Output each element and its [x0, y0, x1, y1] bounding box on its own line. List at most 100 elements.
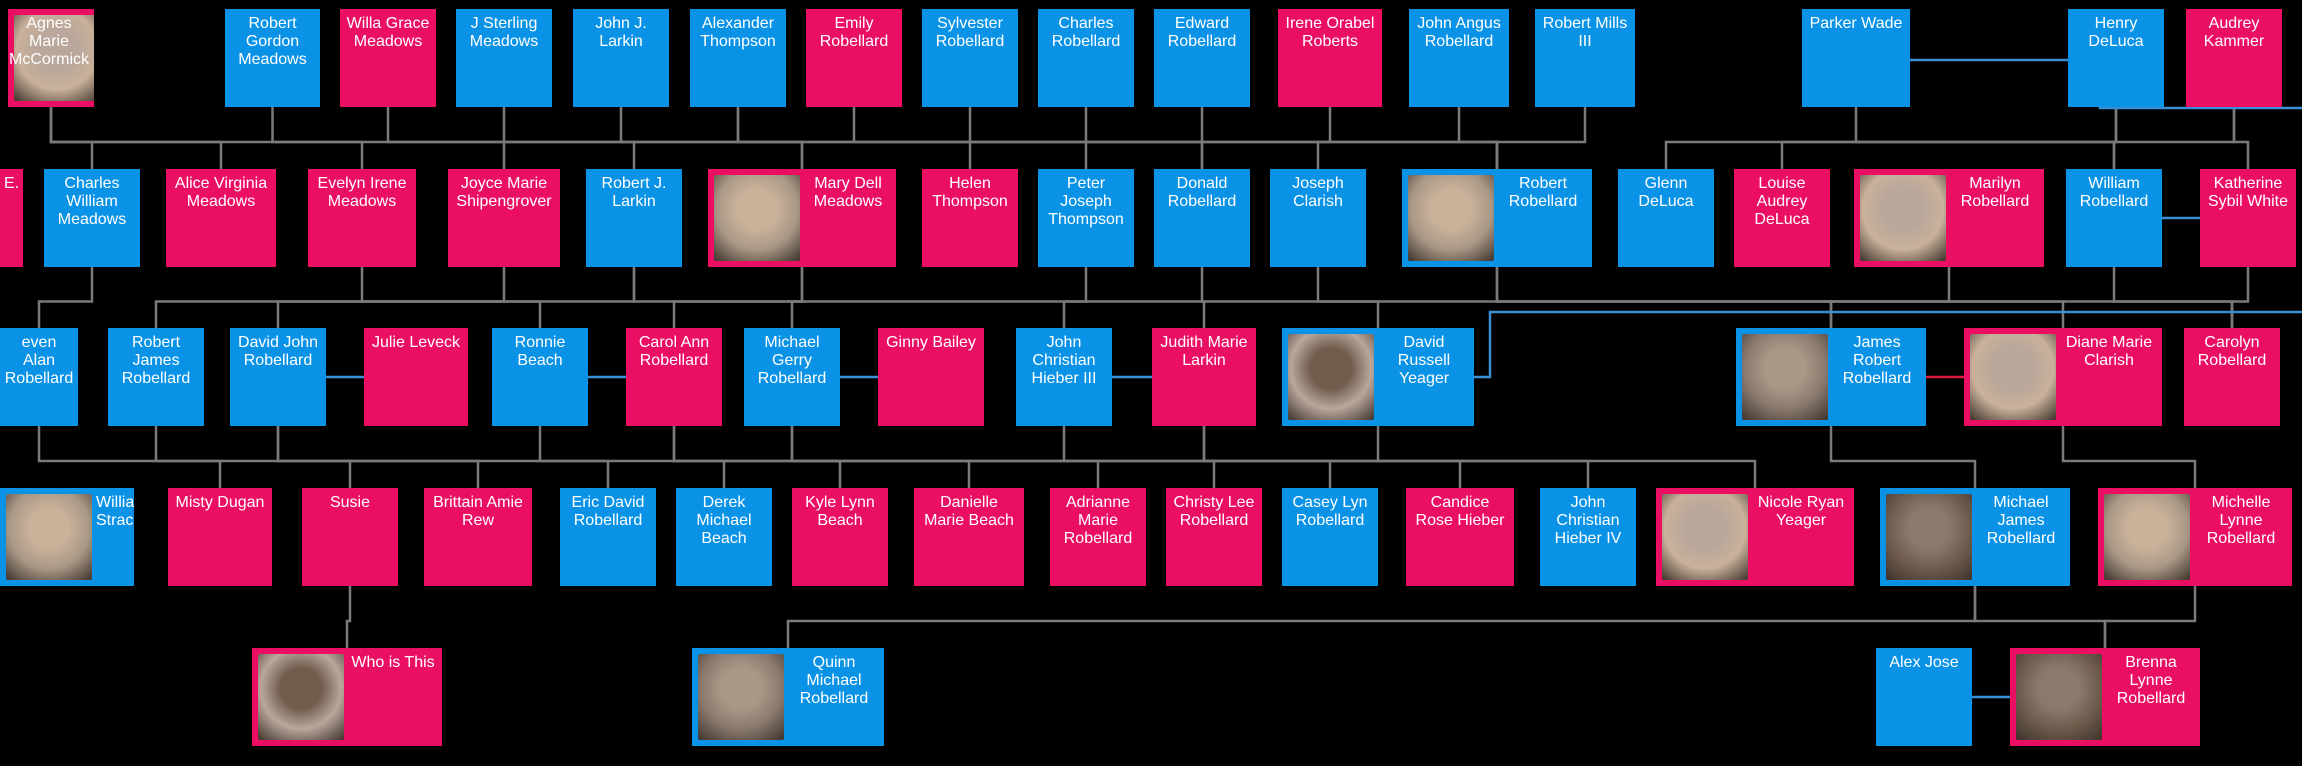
person-card-q8[interactable]: Helen Thompson	[922, 169, 1018, 267]
parent-child-line	[276, 267, 636, 328]
parent-child-line	[1780, 107, 2118, 169]
person-name: Ronnie Beach	[514, 334, 566, 369]
person-card-s7[interactable]: Kyle Lynn Beach	[792, 488, 888, 586]
person-card-s2[interactable]: Misty Dugan	[168, 488, 272, 586]
parent-child-line	[1316, 267, 2065, 328]
parent-child-line	[672, 267, 804, 328]
person-card-r8[interactable]: Ginny Bailey	[878, 328, 984, 426]
person-card-r7[interactable]: Michael Gerry Robellard	[744, 328, 840, 426]
person-card-r3[interactable]: David John Robellard	[230, 328, 326, 426]
parent-child-line	[2112, 107, 2236, 169]
person-card-p2[interactable]: Robert Gordon Meadows	[225, 9, 320, 107]
parent-child-line	[49, 107, 94, 169]
person-card-q2[interactable]: Charles William Meadows	[44, 169, 140, 267]
parent-child-line	[49, 107, 364, 169]
person-photo	[2016, 654, 2102, 740]
person-card-s1[interactable]: William Stracener	[0, 488, 134, 586]
person-card-p7[interactable]: Emily Robellard	[806, 9, 902, 107]
person-card-s13[interactable]: John Christian Hieber IV	[1540, 488, 1636, 586]
person-card-s15[interactable]: Michael James Robellard	[1880, 488, 2070, 586]
person-card-s16[interactable]: Michelle Lynne Robellard	[2098, 488, 2292, 586]
parent-child-line	[276, 426, 610, 488]
person-card-q17[interactable]: Katherine Sybil White	[2200, 169, 2296, 267]
person-card-s6[interactable]: Derek Michael Beach	[676, 488, 772, 586]
person-card-q7[interactable]: Mary Dell Meadows	[708, 169, 896, 267]
person-card-p5[interactable]: John J. Larkin	[573, 9, 669, 107]
person-card-q10[interactable]: Donald Robellard	[1154, 169, 1250, 267]
person-card-q16[interactable]: William Robellard	[2066, 169, 2162, 267]
person-card-r9[interactable]: John Christian Hieber III	[1016, 328, 1112, 426]
person-name: Katherine Sybil White	[2207, 175, 2289, 210]
person-name: Ginny Bailey	[886, 334, 976, 351]
person-card-r1[interactable]: even Alan Robellard	[0, 328, 78, 426]
person-photo	[258, 654, 344, 740]
person-card-p13[interactable]: Robert Mills III	[1535, 9, 1635, 107]
person-card-s11[interactable]: Casey Lyn Robellard	[1282, 488, 1378, 586]
person-card-p16[interactable]: Audrey Kammer	[2186, 9, 2282, 107]
person-name: Julie Leveck	[371, 334, 461, 351]
person-card-r14[interactable]: Carolyn Robellard	[2184, 328, 2280, 426]
person-card-q6[interactable]: Robert J. Larkin	[586, 169, 682, 267]
person-name: Brittain Amie Rew	[433, 494, 523, 529]
person-card-r13[interactable]: Diane Marie Clarish	[1964, 328, 2162, 426]
person-card-q1[interactable]: E.	[0, 169, 23, 267]
person-card-q4[interactable]: Evelyn Irene Meadows	[308, 169, 416, 267]
parent-child-line	[2103, 586, 2197, 648]
person-card-q15[interactable]: Marilyn Robellard	[1854, 169, 2044, 267]
person-name: Michael James Robellard	[1986, 494, 2056, 547]
person-card-q9[interactable]: Peter Joseph Thompson	[1038, 169, 1134, 267]
person-card-q12[interactable]: Robert Robellard	[1402, 169, 1592, 267]
person-card-p6[interactable]: Alexander Thompson	[690, 9, 786, 107]
person-name: Kyle Lynn Beach	[805, 494, 875, 529]
person-card-s10[interactable]: Christy Lee Robellard	[1166, 488, 1262, 586]
person-card-r11[interactable]: David Russell Yeager	[1282, 328, 1474, 426]
person-name: even Alan Robellard	[4, 334, 74, 387]
person-name: Peter Joseph Thompson	[1048, 175, 1124, 228]
person-card-p14[interactable]: Parker Wade	[1802, 9, 1910, 107]
person-card-s8[interactable]: Danielle Marie Beach	[914, 488, 1024, 586]
person-name: Eric David Robellard	[571, 494, 645, 529]
person-card-s9[interactable]: Adrianne Marie Robellard	[1050, 488, 1146, 586]
person-photo	[2104, 494, 2190, 580]
person-name: Evelyn Irene Meadows	[317, 175, 407, 210]
person-card-t3[interactable]: Alex Jose	[1876, 648, 1972, 746]
person-card-r5[interactable]: Ronnie Beach	[492, 328, 588, 426]
person-card-p4[interactable]: J Sterling Meadows	[456, 9, 552, 107]
person-card-q5[interactable]: Joyce Marie Shipengrover	[448, 169, 560, 267]
person-card-q11[interactable]: Joseph Clarish	[1270, 169, 1366, 267]
person-card-p9[interactable]: Charles Robellard	[1038, 9, 1134, 107]
person-card-q3[interactable]: Alice Virginia Meadows	[166, 169, 276, 267]
person-card-p11[interactable]: Irene Orabel Roberts	[1278, 9, 1382, 107]
person-card-s14[interactable]: Nicole Ryan Yeager	[1656, 488, 1854, 586]
person-card-r4[interactable]: Julie Leveck	[364, 328, 468, 426]
parent-child-line	[1316, 107, 1332, 169]
person-card-s12[interactable]: Candice Rose Hieber	[1406, 488, 1514, 586]
parent-child-line	[1062, 426, 1462, 488]
person-card-t2[interactable]: Quinn Michael Robellard	[692, 648, 884, 746]
person-card-p8[interactable]: Sylvester Robellard	[922, 9, 1018, 107]
person-card-p12[interactable]: John Angus Robellard	[1409, 9, 1509, 107]
person-card-r12[interactable]: James Robert Robellard	[1736, 328, 1926, 426]
person-name: Emily Robellard	[819, 15, 889, 50]
person-card-p1[interactable]: Agnes Marie McCormick	[8, 9, 94, 107]
person-card-p15[interactable]: Henry DeLuca	[2068, 9, 2164, 107]
person-card-s3[interactable]: Susie	[302, 488, 398, 586]
person-card-q13[interactable]: Glenn DeLuca	[1618, 169, 1714, 267]
person-card-r10[interactable]: Judith Marie Larkin	[1152, 328, 1256, 426]
person-name: Robert J. Larkin	[601, 175, 667, 210]
person-card-r6[interactable]: Carol Ann Robellard	[626, 328, 722, 426]
person-card-r2[interactable]: Robert James Robellard	[108, 328, 204, 426]
person-card-s5[interactable]: Eric David Robellard	[560, 488, 656, 586]
parent-child-line	[1202, 426, 1332, 488]
parent-child-line	[1376, 426, 1757, 488]
person-card-t4[interactable]: Brenna Lynne Robellard	[2010, 648, 2200, 746]
person-name: Susie	[329, 494, 371, 511]
parent-child-line	[786, 586, 1977, 648]
person-name: Henry DeLuca	[2088, 15, 2144, 50]
person-card-s4[interactable]: Brittain Amie Rew	[424, 488, 532, 586]
person-card-p3[interactable]: Willa Grace Meadows	[340, 9, 436, 107]
person-card-t1[interactable]: Who is This	[252, 648, 442, 746]
person-card-p10[interactable]: Edward Robellard	[1154, 9, 1250, 107]
person-card-q14[interactable]: Louise Audrey DeLuca	[1734, 169, 1830, 267]
person-name: John Christian Hieber IV	[1554, 494, 1622, 547]
